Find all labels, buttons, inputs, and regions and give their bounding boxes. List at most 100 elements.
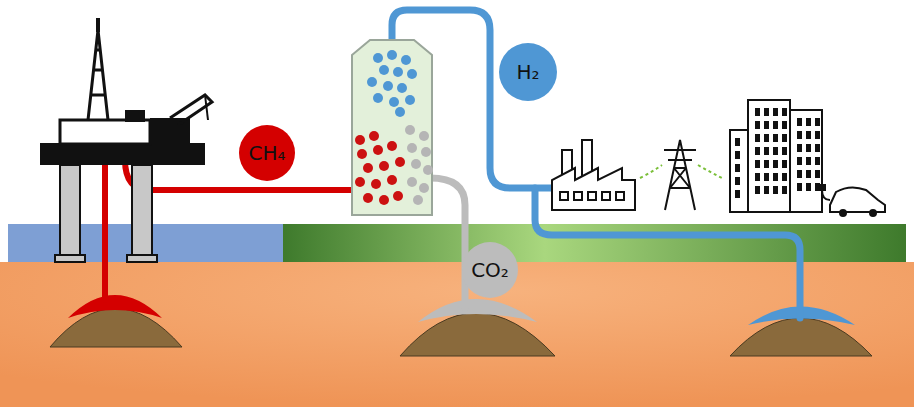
molecule-dot (387, 175, 397, 185)
window (782, 108, 787, 116)
oil-rig (40, 18, 212, 262)
molecule-dot (401, 55, 411, 65)
molecule-dot (383, 81, 393, 91)
window (782, 160, 787, 168)
window (773, 134, 778, 142)
molecule-dot (373, 145, 383, 155)
window (773, 147, 778, 155)
window (797, 170, 802, 178)
window (773, 173, 778, 181)
window (773, 108, 778, 116)
window (764, 147, 769, 155)
window (782, 173, 787, 181)
window (815, 170, 820, 178)
window (797, 118, 802, 126)
window (782, 186, 787, 194)
window (782, 121, 787, 129)
window (773, 160, 778, 168)
window (764, 108, 769, 116)
building-windows (735, 108, 820, 198)
gas-formula: H₂ (516, 62, 539, 82)
molecule-dot (369, 131, 379, 141)
reservoirs (50, 295, 872, 356)
molecule-dot (379, 161, 389, 171)
ground (0, 262, 914, 407)
window (797, 131, 802, 139)
window (815, 144, 820, 152)
window (764, 134, 769, 142)
molecule-dot (387, 141, 397, 151)
window (755, 134, 760, 142)
window (755, 160, 760, 168)
molecule-dot (395, 157, 405, 167)
window (782, 147, 787, 155)
gas-formula: CH₄ (248, 143, 285, 163)
molecule-dot (405, 95, 415, 105)
window (782, 134, 787, 142)
window (773, 186, 778, 194)
window (806, 170, 811, 178)
window (773, 121, 778, 129)
window (815, 131, 820, 139)
molecule-dot (371, 179, 381, 189)
molecule-dot (407, 69, 417, 79)
molecule-dot (421, 147, 431, 157)
molecule-dot (393, 67, 403, 77)
molecule-dot (373, 93, 383, 103)
window (735, 177, 740, 185)
buildings (730, 100, 822, 212)
molecule-dot (379, 195, 389, 205)
window (735, 164, 740, 172)
window (755, 108, 760, 116)
molecule-dot (363, 193, 373, 203)
window (755, 121, 760, 129)
gas-formula: CO₂ (471, 260, 509, 280)
window (755, 186, 760, 194)
molecule-dot (355, 135, 365, 145)
window (797, 183, 802, 191)
window (764, 160, 769, 168)
window (815, 118, 820, 126)
gas-label-circle: H₂ (499, 43, 557, 101)
window (806, 144, 811, 152)
window (815, 157, 820, 165)
electric-car (818, 184, 885, 217)
pipes (105, 10, 800, 318)
molecule-dot (423, 165, 433, 175)
molecule-dot (379, 65, 389, 75)
factory (552, 140, 635, 210)
molecule-dot (411, 159, 421, 169)
molecule-dot (419, 131, 429, 141)
molecule-dot (373, 53, 383, 63)
molecule-dot (363, 163, 373, 173)
window (797, 144, 802, 152)
window (764, 121, 769, 129)
molecule-dot (393, 191, 403, 201)
molecule-dot (357, 149, 367, 159)
gas-label-circle: CH₄ (239, 125, 295, 181)
window (755, 147, 760, 155)
window (755, 173, 760, 181)
molecule-dots (355, 50, 433, 205)
molecule-dot (367, 77, 377, 87)
gas-label-circle: CO₂ (462, 242, 518, 298)
molecule-dot (405, 125, 415, 135)
molecule-dot (407, 143, 417, 153)
molecule-dot (395, 107, 405, 117)
window (764, 173, 769, 181)
window (806, 118, 811, 126)
molecule-dot (419, 183, 429, 193)
molecule-dot (387, 50, 397, 60)
window (797, 157, 802, 165)
window (735, 190, 740, 198)
molecule-dot (413, 195, 423, 205)
reactor (352, 40, 432, 215)
window (806, 131, 811, 139)
window (806, 183, 811, 191)
window (735, 151, 740, 159)
molecule-dot (397, 83, 407, 93)
molecule-dot (407, 177, 417, 187)
window (735, 138, 740, 146)
window (806, 157, 811, 165)
